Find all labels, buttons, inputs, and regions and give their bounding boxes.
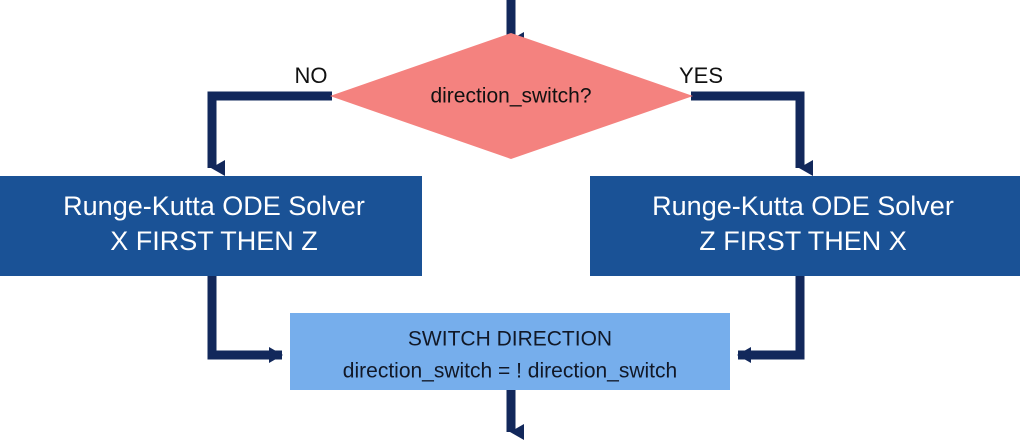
decision-node-direction-switch[interactable]: [330, 33, 693, 159]
process-node-left[interactable]: [0, 176, 422, 276]
right-process-to-switch-connector: [737, 276, 805, 363]
branch-label-no: NO: [295, 63, 328, 88]
switch-direction-line2: direction_switch = ! direction_switch: [343, 360, 677, 383]
switch-direction-node[interactable]: [290, 313, 730, 390]
process-node-right-line1: Runge-Kutta ODE Solver: [652, 191, 954, 221]
switch-direction-line1: SWITCH DIRECTION: [408, 328, 612, 351]
process-node-right-line2: Z FIRST THEN X: [699, 226, 907, 256]
process-node-left-line2: X FIRST THEN Z: [110, 226, 318, 256]
no-branch-connector: [207, 91, 332, 176]
process-node-right[interactable]: [590, 176, 1020, 276]
left-process-to-switch-connector: [207, 276, 283, 363]
branch-label-yes: YES: [679, 63, 723, 88]
decision-node-label: direction_switch?: [430, 85, 591, 108]
process-node-left-line1: Runge-Kutta ODE Solver: [63, 191, 365, 221]
yes-branch-connector: [691, 91, 813, 176]
